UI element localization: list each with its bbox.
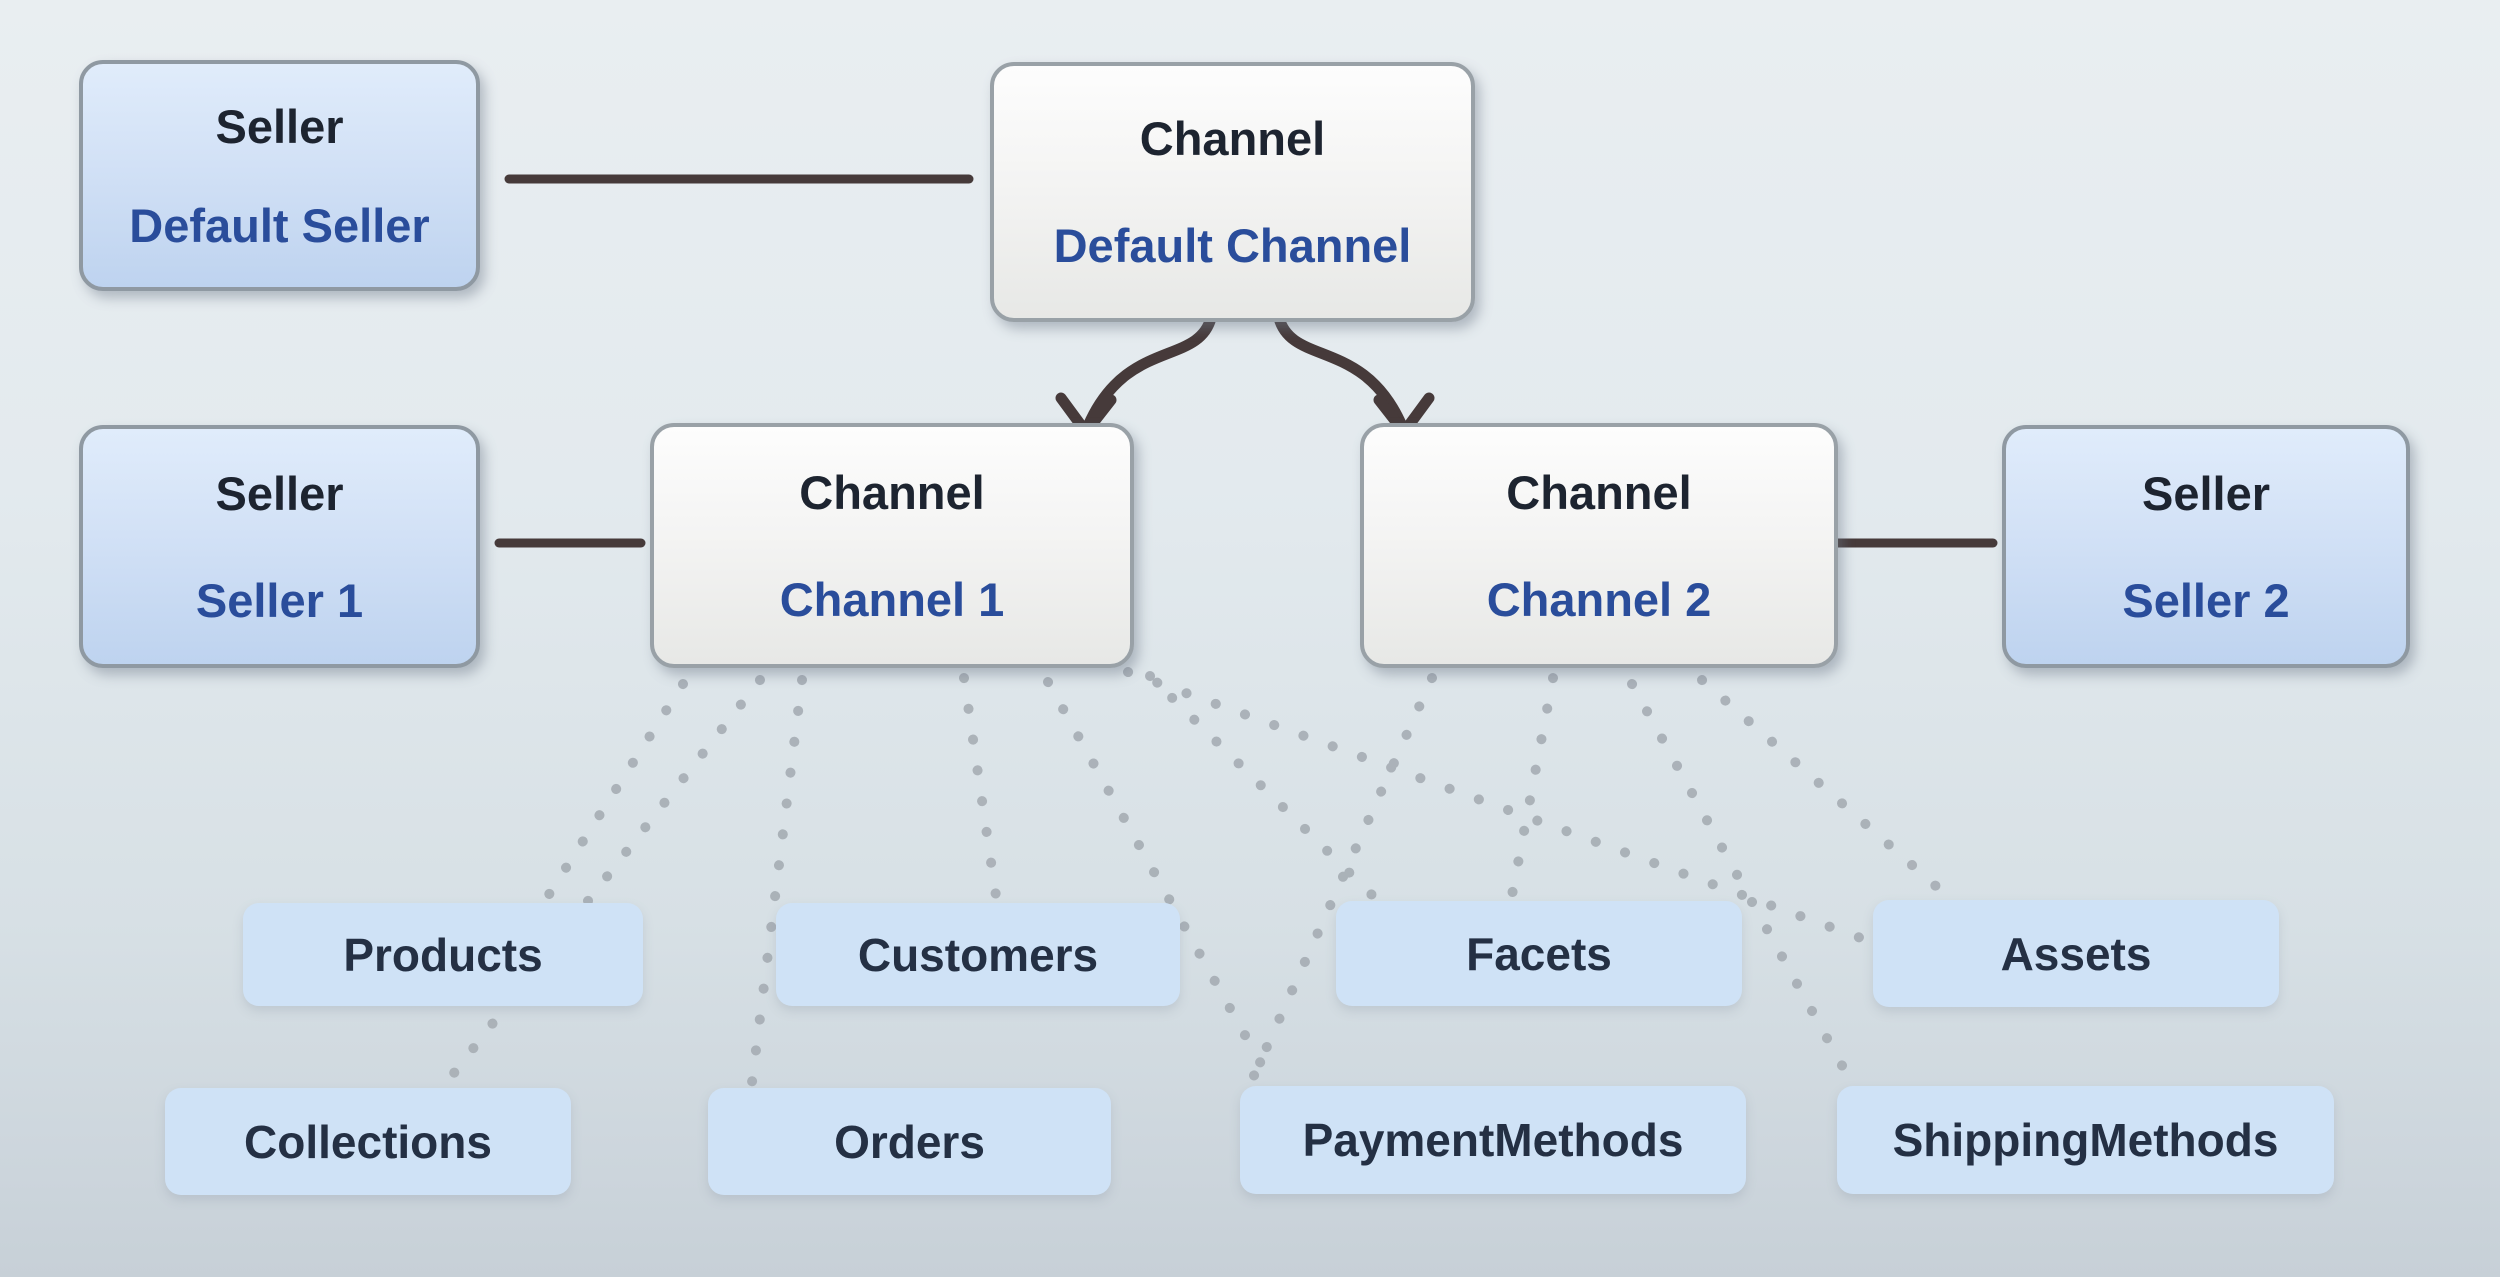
dotted-edges-group	[442, 667, 1951, 1087]
node-default-channel: Channel Default Channel	[990, 62, 1475, 322]
entity-shippingmethods: ShippingMethods	[1837, 1086, 2334, 1194]
entity-orders: Orders	[708, 1088, 1111, 1195]
node-seller-2: Seller Seller 2	[2002, 425, 2410, 668]
edge-channel2-paymentmethods	[1247, 673, 1437, 1085]
node-type-label: Channel	[1506, 465, 1692, 519]
node-name-label: Channel 2	[1486, 572, 1712, 626]
node-name-label: Channel 1	[779, 572, 1005, 626]
entity-label: Facets	[1466, 927, 1612, 980]
entity-paymentmethods: PaymentMethods	[1240, 1086, 1746, 1194]
entity-label: Customers	[857, 928, 1099, 981]
entity-collections: Collections	[165, 1088, 571, 1195]
node-seller-1: Seller Seller 1	[79, 425, 480, 668]
node-default-seller: Seller Default Seller	[79, 60, 480, 291]
edge-channel1-orders	[747, 675, 807, 1087]
entity-label: ShippingMethods	[1892, 1114, 2279, 1166]
node-type-label: Channel	[799, 465, 985, 519]
node-name-label: Seller 1	[195, 573, 364, 627]
node-type-label: Seller	[2141, 466, 2271, 520]
entity-facets: Facets	[1336, 901, 1742, 1006]
node-channel-2: Channel Channel 2	[1360, 423, 1838, 668]
node-name-label: Default Seller	[129, 198, 430, 252]
edge-channel1-collections	[442, 675, 765, 1087]
entity-assets: Assets	[1873, 900, 2279, 1007]
node-name-label: Seller 2	[2122, 573, 2290, 627]
edge-channel1-paymentmethods	[1043, 677, 1275, 1085]
edge-channel1-products	[543, 679, 688, 901]
node-type-label: Seller	[215, 99, 344, 153]
entity-customers: Customers	[776, 903, 1180, 1006]
entity-label: Collections	[244, 1115, 492, 1168]
edge-channel1-facets	[1145, 671, 1377, 900]
edge-channel1-customers	[959, 673, 1001, 901]
edge-channel2-shippingmethods	[1627, 679, 1855, 1085]
node-name-label: Default Channel	[1053, 219, 1412, 272]
solid-edges-group	[494, 174, 1998, 548]
entity-label: Products	[343, 928, 543, 981]
arrow-default-channel-to-channel-2	[1273, 312, 1408, 432]
edge-channel2-assets	[1697, 675, 1951, 900]
arrow-edges-group	[1055, 312, 1435, 438]
entity-label: Assets	[2000, 927, 2152, 980]
entity-label: PaymentMethods	[1302, 1114, 1684, 1166]
edge-channel2-facets	[1507, 673, 1558, 900]
entity-products: Products	[243, 903, 643, 1006]
entity-label: Orders	[834, 1115, 985, 1168]
arrow-default-channel-to-channel-1	[1082, 312, 1217, 432]
edge-channel1-assets	[1123, 667, 1874, 946]
node-channel-1: Channel Channel 1	[650, 423, 1134, 668]
node-type-label: Seller	[215, 466, 344, 520]
node-type-label: Channel	[1139, 112, 1326, 165]
